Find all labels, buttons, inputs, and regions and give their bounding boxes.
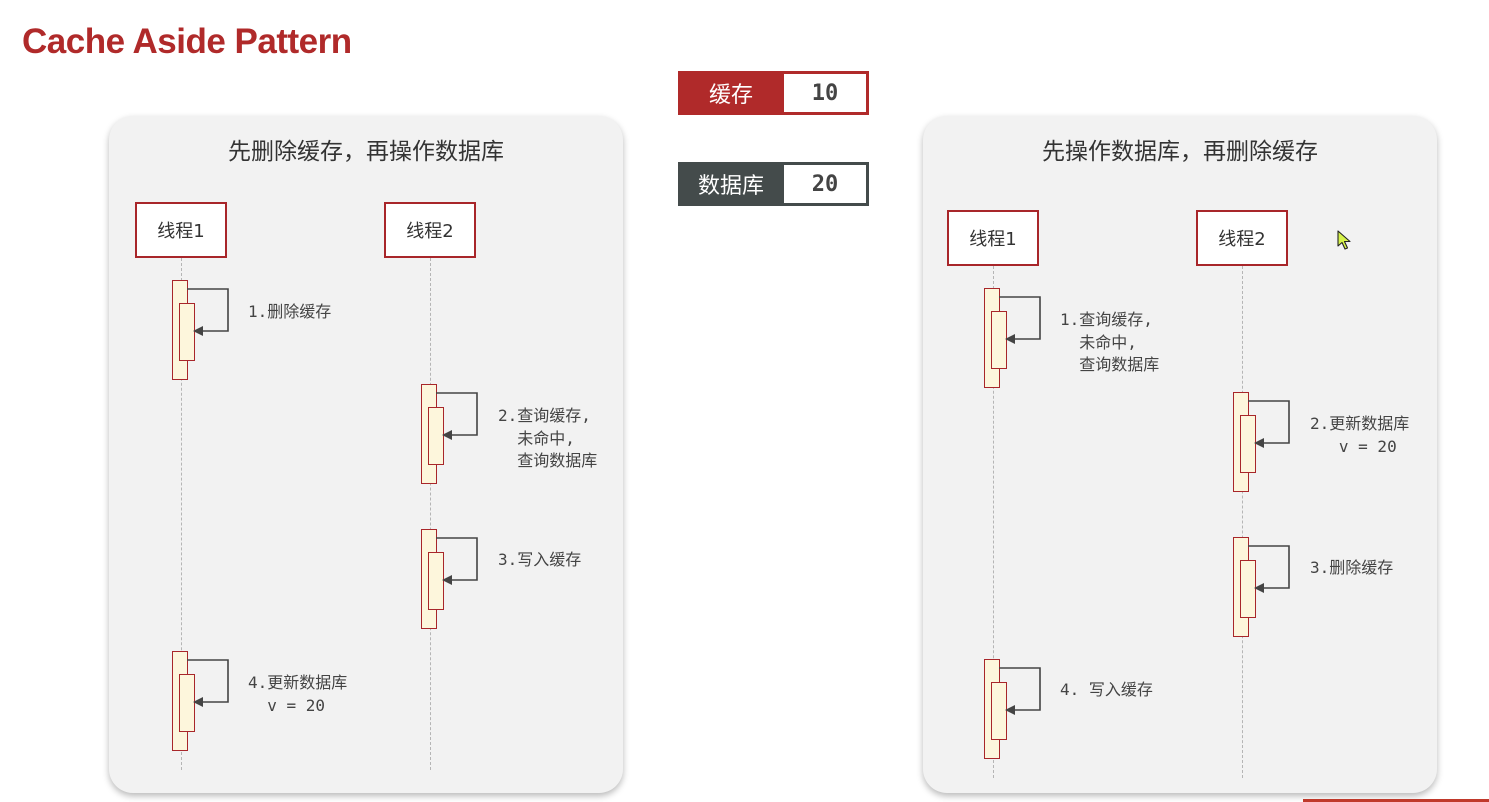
cache-value: 10 bbox=[784, 71, 869, 115]
left-lifeline-thread1 bbox=[181, 258, 182, 770]
database-value: 20 bbox=[784, 162, 869, 206]
left-step2-label: 2.查询缓存, 未命中, 查询数据库 bbox=[498, 406, 598, 470]
left-activation-step4 bbox=[172, 651, 195, 751]
right-activation-step4 bbox=[984, 659, 1007, 759]
cache-label: 缓存 bbox=[678, 71, 784, 115]
left-lifeline-thread2 bbox=[430, 258, 431, 770]
left-activation-step3 bbox=[421, 529, 444, 629]
left-panel-title: 先删除缓存，再操作数据库 bbox=[228, 139, 504, 165]
right-activation-step3 bbox=[1233, 537, 1256, 637]
right-activation-step1-inner bbox=[991, 311, 1007, 369]
right-sequence-panel: 先操作数据库，再删除缓存 线程1 线程2 1.查询缓存, 未命中, 查询数据库 … bbox=[923, 116, 1437, 793]
right-self-call-arrow-step3 bbox=[1248, 545, 1290, 593]
left-activation-step2-inner bbox=[428, 407, 444, 465]
bottom-accent-line bbox=[1303, 799, 1489, 802]
right-step2-label: 2.更新数据库 v = 20 bbox=[1310, 414, 1410, 456]
right-lifeline-thread1 bbox=[993, 266, 994, 778]
right-step4-label: 4. 写入缓存 bbox=[1060, 680, 1153, 699]
left-sequence-panel: 先删除缓存，再操作数据库 线程1 线程2 1.删除缓存 2.查询缓存, 未命中,… bbox=[109, 116, 623, 793]
left-actor-thread1: 线程1 bbox=[135, 202, 227, 258]
right-lifeline-thread2 bbox=[1242, 266, 1243, 778]
database-value-box: 数据库 20 bbox=[678, 162, 869, 206]
left-step1-label: 1.删除缓存 bbox=[248, 302, 332, 321]
right-actor-thread2: 线程2 bbox=[1196, 210, 1288, 266]
left-step3-label: 3.写入缓存 bbox=[498, 550, 582, 569]
right-activation-step2 bbox=[1233, 392, 1256, 492]
left-activation-step2 bbox=[421, 384, 444, 484]
left-step4-label: 4.更新数据库 v = 20 bbox=[248, 673, 348, 715]
right-self-call-arrow-step1 bbox=[999, 296, 1041, 344]
left-self-call-arrow-step4 bbox=[187, 659, 229, 707]
right-activation-step3-inner bbox=[1240, 560, 1256, 618]
left-self-call-arrow-step3 bbox=[436, 537, 478, 585]
right-activation-step4-inner bbox=[991, 682, 1007, 740]
left-activation-step4-inner bbox=[179, 674, 195, 732]
left-activation-step3-inner bbox=[428, 552, 444, 610]
mouse-pointer-icon bbox=[1337, 230, 1351, 250]
left-activation-step1-inner bbox=[179, 303, 195, 361]
right-step1-label: 1.查询缓存, 未命中, 查询数据库 bbox=[1060, 310, 1160, 374]
right-activation-step2-inner bbox=[1240, 415, 1256, 473]
right-actor-thread1: 线程1 bbox=[947, 210, 1039, 266]
right-self-call-arrow-step2 bbox=[1248, 400, 1290, 448]
cache-value-box: 缓存 10 bbox=[678, 71, 869, 115]
right-step3-label: 3.删除缓存 bbox=[1310, 558, 1394, 577]
right-panel-title: 先操作数据库，再删除缓存 bbox=[1042, 139, 1318, 165]
left-activation-step1 bbox=[172, 280, 195, 380]
page-title: Cache Aside Pattern bbox=[22, 22, 352, 61]
database-label: 数据库 bbox=[678, 162, 784, 206]
left-self-call-arrow-step1 bbox=[187, 288, 229, 336]
left-self-call-arrow-step2 bbox=[436, 392, 478, 440]
right-activation-step1 bbox=[984, 288, 1007, 388]
right-self-call-arrow-step4 bbox=[999, 667, 1041, 715]
left-actor-thread2: 线程2 bbox=[384, 202, 476, 258]
